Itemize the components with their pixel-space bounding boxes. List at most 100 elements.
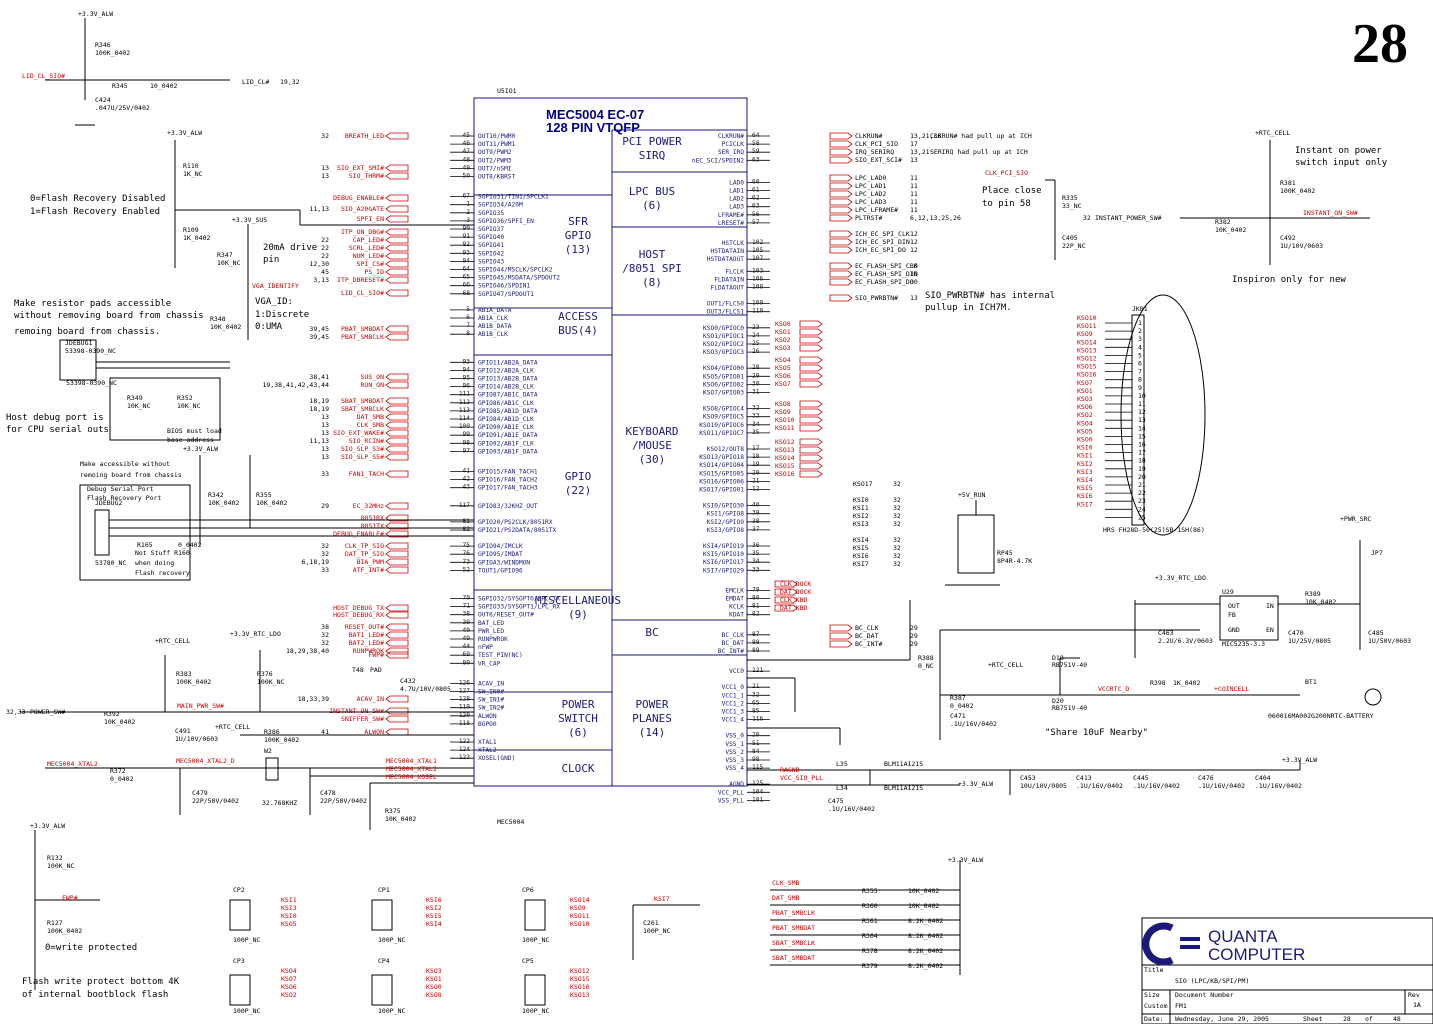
- xtal-net: MEC5004_XOSEL: [386, 773, 437, 781]
- net-flag: [799, 462, 823, 470]
- right-pin-number: 32: [752, 691, 760, 698]
- right-pin-name: KSO16/GPIO06: [699, 478, 744, 485]
- left-pin-number: 73: [463, 558, 471, 565]
- right-pin-number: 82: [752, 611, 760, 618]
- right-pin-name: LAD0: [729, 179, 744, 186]
- net-flag: [799, 320, 823, 328]
- section-left-label: POWER: [561, 698, 594, 711]
- left-net-name: SIO_SLP_S3#: [341, 445, 384, 453]
- left-net-ref: 13: [321, 429, 329, 437]
- right-net-ref: 13: [910, 156, 918, 164]
- right-pin-number: 109: [752, 300, 763, 307]
- net-flag: [829, 262, 853, 270]
- left-pin-name: SGPIO34/A20M: [478, 202, 523, 209]
- left-net-labels: BREATH_LED32SIO_EXT_SMI#13SIO_THRM#13DEB…: [262, 132, 409, 736]
- net-flag: [385, 647, 409, 655]
- left-pin-name: SGPIO42: [478, 250, 504, 257]
- left-net-ref: 38,41: [309, 373, 329, 381]
- left-net-name: RUN_ON: [361, 381, 385, 389]
- power-sw-net: POWER_SW#: [30, 708, 65, 716]
- jkb1-net: KSO5: [1077, 427, 1093, 435]
- left-net-name: SIO_RCIN#: [349, 437, 384, 445]
- main-pwr-net: MAIN_PWR_SW#: [177, 702, 224, 710]
- left-pin-name: OUT8/KBRST: [478, 174, 516, 181]
- left-net-name: ALWON: [364, 728, 384, 736]
- left-net-ref: 41: [321, 728, 329, 736]
- note-notstuff-1: Not Stuff R160: [135, 549, 190, 557]
- note-flashwp-2: of internal bootblock flash: [22, 990, 168, 1000]
- cp-net: KSI0: [281, 912, 297, 920]
- section-right-label: /MOUSE: [632, 439, 672, 452]
- r398-value: 1K_0402: [1173, 679, 1200, 687]
- right-pin-name: KSO10/GPIOC6: [699, 422, 744, 429]
- right-pin-number: 37: [752, 526, 760, 533]
- kso-net: KSO5: [775, 364, 791, 372]
- right-net-ref: 30: [910, 270, 918, 278]
- c432: C432: [400, 677, 416, 685]
- bt1: BT1: [1305, 678, 1317, 686]
- left-pin-number: 90: [463, 225, 471, 232]
- jkb1-pin-number: 7: [1138, 368, 1142, 376]
- note-hostdebug-1: Host debug port is: [6, 413, 104, 423]
- kso-net: KSO14: [775, 454, 795, 462]
- left-pin-number: 93: [463, 358, 471, 365]
- right-pin-number: 80: [752, 595, 760, 602]
- smb-res-value: 8.2K_0402: [908, 962, 943, 970]
- jkb1-pin-number: 19: [1138, 465, 1146, 473]
- left-pin-number: 71: [463, 603, 471, 610]
- left-net-ref: 13: [321, 445, 329, 453]
- note-place-1: Place close: [982, 186, 1042, 196]
- right-net-ref: 13: [910, 294, 918, 302]
- left-pin-number: 99: [463, 431, 471, 438]
- ksi-ref: 32: [893, 552, 901, 560]
- cp-ref: CP6: [522, 886, 534, 894]
- left-net-name: SIO_EXT_SMI#: [337, 164, 384, 172]
- r355-value: 10K_0402: [256, 499, 287, 507]
- net-flag: [799, 438, 823, 446]
- vcc-sio-pll-net: VCC_SIO_PLL: [780, 774, 823, 782]
- net-flag: [799, 416, 823, 424]
- ksi-net: KSI4: [853, 536, 869, 544]
- note-hostdebug-2: for CPU serial outs: [6, 425, 109, 435]
- section-left-label: MISCELLANEOUS: [535, 594, 621, 607]
- right-net-name: BC_DAT: [855, 632, 879, 640]
- chip-footer: MEC5004: [497, 818, 524, 826]
- left-net-ref: 32: [321, 550, 329, 558]
- right-pin-number: 58: [752, 140, 760, 147]
- right-net-name: CLKRUN#: [855, 132, 882, 140]
- ksi-net: KSI1: [853, 504, 869, 512]
- r342-value: 10K_0402: [208, 499, 239, 507]
- left-pin-name: BAT_LED: [478, 620, 504, 627]
- bottom-cap: C476: [1198, 774, 1214, 782]
- c470-value: 1U/25V/0805: [1288, 637, 1331, 645]
- left-pin-name: GPIO95/IMDAT: [478, 551, 523, 558]
- note-notstuff-3: Flash recovery: [135, 569, 190, 577]
- cp-net: KSI2: [426, 904, 442, 912]
- right-pin-name: OUT3/FLCS1: [707, 309, 745, 316]
- right-pin-number: 108: [752, 284, 763, 291]
- right-pin-number: 35: [752, 429, 760, 436]
- note-drive-pin: pin: [263, 255, 279, 265]
- net-flag: [829, 148, 853, 156]
- cp-net: KSO13: [570, 991, 590, 999]
- left-pin-number: 113: [459, 407, 470, 414]
- left-pin-name: GPIOA3/WINDMON: [478, 559, 530, 566]
- left-pin-name: RUNPWROK: [478, 636, 508, 643]
- left-pin-name: GPIO90/AB1E_CLK: [478, 424, 534, 431]
- right-pin-name: LFRAME#: [718, 212, 744, 219]
- kso-net: KSO8: [775, 400, 791, 408]
- left-pin-name: OUT9/PWM2: [478, 149, 512, 156]
- left-net-ref: 32: [321, 132, 329, 140]
- t48-pad: PAD: [370, 666, 382, 674]
- c405: C405: [1062, 234, 1078, 242]
- section-left-label: (13): [565, 243, 592, 256]
- right-pin-name: KSI4/GPIO19: [703, 543, 744, 550]
- r165-value: 0_0402: [178, 541, 202, 549]
- right-pin-number: 31: [752, 389, 760, 396]
- jkb1-pin-number: 1: [1138, 319, 1142, 327]
- sheet-label: Sheet: [1303, 1015, 1323, 1023]
- right-net-ref: 11: [910, 190, 918, 198]
- kso-net: KSO15: [775, 462, 795, 470]
- right-net-name: PLTRST#: [855, 214, 882, 222]
- u29-pin: EN: [1266, 626, 1274, 634]
